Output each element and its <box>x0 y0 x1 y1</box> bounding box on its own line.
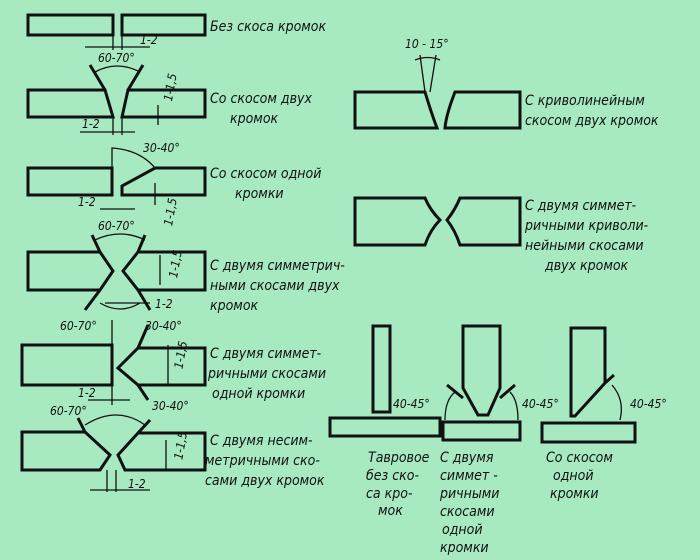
joint-asymmetric-x: 60-70° 1-1,5 1-2 С двумя несим- метричны… <box>20 404 325 492</box>
svg-text:Со скосом: Со скосом <box>546 450 613 466</box>
svg-text:Без скоса кромок: Без скоса кромок <box>210 19 326 35</box>
svg-text:ными скосами двух: ными скосами двух <box>210 278 340 294</box>
svg-text:кромок: кромок <box>210 298 259 314</box>
joint-v-groove: 60-70° 1-1,5 1-2 Со скосом двух кромок <box>26 51 312 135</box>
svg-text:С двумя симметрич-: С двумя симметрич- <box>210 258 345 274</box>
svg-text:60-70°: 60-70° <box>60 319 97 333</box>
svg-text:40-45°: 40-45° <box>393 397 430 411</box>
svg-text:метричными ско-: метричными ско- <box>205 453 320 469</box>
svg-text:Тавровое: Тавровое <box>368 450 430 466</box>
svg-text:Со скосом одной: Со скосом одной <box>210 166 321 182</box>
svg-text:С двумя симмет-: С двумя симмет- <box>210 346 322 362</box>
svg-text:скосами: скосами <box>440 504 495 520</box>
svg-text:30-40°: 30-40° <box>145 319 182 333</box>
svg-text:Со скосом двух: Со скосом двух <box>210 91 312 107</box>
t-joint-double-bevel: 40-45° С двумя симмет - ричными скосами … <box>439 324 559 556</box>
joint-x-groove: 60-70° 1-1,5 1-2 С двумя симметрич- ными… <box>26 219 345 314</box>
svg-text:60-70°: 60-70° <box>98 51 135 65</box>
svg-text:1-1,5: 1-1,5 <box>166 249 185 279</box>
svg-text:мок: мок <box>378 503 403 519</box>
svg-text:1-1,5: 1-1,5 <box>172 340 191 370</box>
svg-text:С криволинейным: С криволинейным <box>525 93 645 109</box>
svg-text:С двумя симмет-: С двумя симмет- <box>525 198 637 214</box>
svg-text:одной: одной <box>553 468 594 484</box>
svg-text:кромки: кромки <box>235 186 284 202</box>
svg-text:кромок: кромок <box>230 111 279 127</box>
svg-text:одной кромки: одной кромки <box>212 386 305 402</box>
svg-text:60-70°: 60-70° <box>98 219 135 233</box>
svg-text:са кро-: са кро- <box>366 486 413 502</box>
svg-text:С двумя: С двумя <box>440 450 494 466</box>
svg-text:двух кромок: двух кромок <box>544 258 629 274</box>
svg-text:симмет -: симмет - <box>440 468 498 484</box>
svg-text:1-1,5: 1-1,5 <box>171 431 190 461</box>
svg-text:1-2: 1-2 <box>78 386 96 400</box>
svg-text:без ско-: без ско- <box>366 468 419 484</box>
svg-text:С двумя несим-: С двумя несим- <box>210 433 313 449</box>
svg-text:30-40°: 30-40° <box>152 399 189 413</box>
svg-text:ричными скосами: ричными скосами <box>207 366 326 382</box>
svg-text:1-1,5: 1-1,5 <box>161 197 180 227</box>
joint-single-bevel: 30-40° 1-2 1-1,5 Со скосом одной кромки <box>26 141 321 227</box>
svg-text:60-70°: 60-70° <box>50 404 87 418</box>
svg-text:40-45°: 40-45° <box>630 397 667 411</box>
svg-text:1-2: 1-2 <box>78 195 96 209</box>
svg-text:нейными скосами: нейными скосами <box>525 238 644 254</box>
t-joint-no-bevel: 40-45° Тавровое без ско- са кро- мок <box>328 324 442 519</box>
svg-text:сами двух кромок: сами двух кромок <box>205 473 325 489</box>
svg-text:1-2: 1-2 <box>128 477 146 491</box>
svg-text:30-40°: 30-40° <box>143 141 180 155</box>
svg-text:1-1,5: 1-1,5 <box>161 72 180 102</box>
joint-u-groove: 10 - 15° С криволинейным скосом двух кро… <box>353 37 659 130</box>
t-joint-single-bevel: 40-45° Со скосом одной кромки <box>540 326 667 502</box>
svg-text:1-2: 1-2 <box>140 33 158 47</box>
svg-text:скосом двух кромок: скосом двух кромок <box>525 113 659 129</box>
svg-text:1-2: 1-2 <box>155 297 173 311</box>
svg-text:1-2: 1-2 <box>82 117 100 131</box>
joint-k-groove: 60-70° 30-40° 1-1,5 1-2 30-40° С двумя с… <box>20 319 326 413</box>
svg-text:кромки: кромки <box>550 486 599 502</box>
svg-text:40-45°: 40-45° <box>522 397 559 411</box>
svg-text:ричными: ричными <box>439 486 500 502</box>
joint-no-bevel: 1-2 Без скоса кромок <box>26 13 326 50</box>
svg-text:ричными криволи-: ричными криволи- <box>524 218 649 234</box>
svg-text:одной: одной <box>442 522 483 538</box>
joint-double-u-groove: С двумя симмет- ричными криволи- нейными… <box>353 196 649 274</box>
svg-text:10 - 15°: 10 - 15° <box>405 37 449 51</box>
svg-text:кромки: кромки <box>440 540 489 556</box>
